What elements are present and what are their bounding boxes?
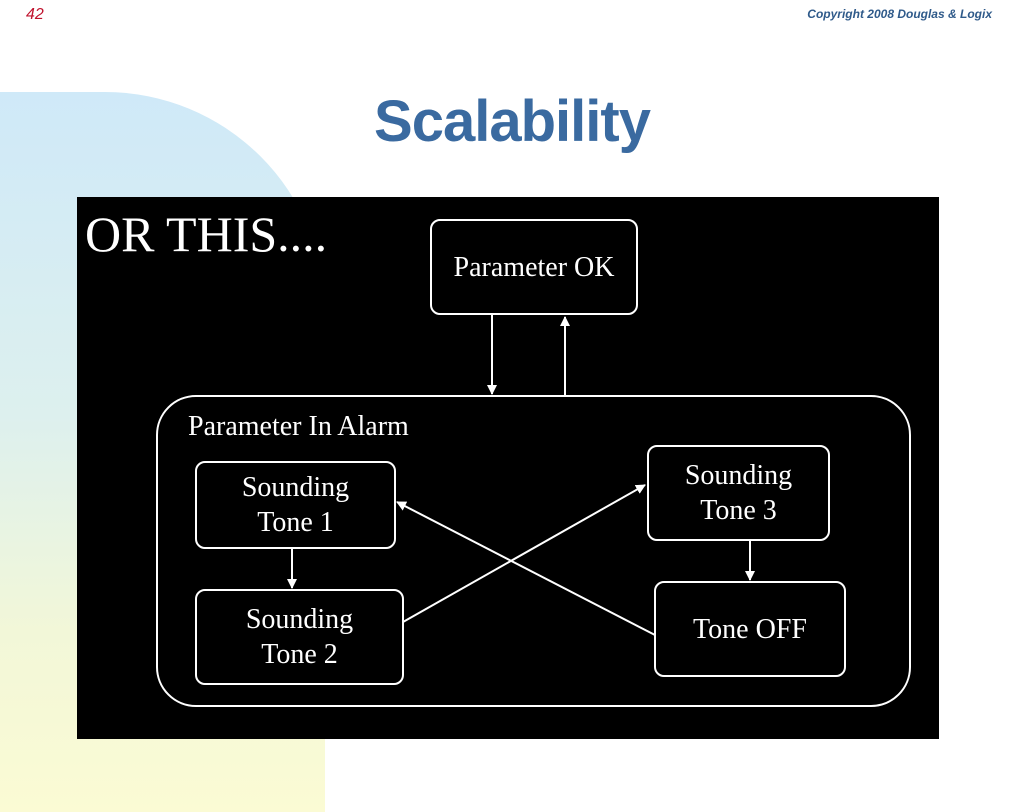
state-parameter-in-alarm xyxy=(156,395,911,707)
state-sounding-tone-1: Sounding Tone 1 xyxy=(195,461,396,549)
tone3-label-line2: Tone 3 xyxy=(700,495,777,526)
state-sounding-tone-3: Sounding Tone 3 xyxy=(647,445,830,541)
arrow-tone2-to-tone3 xyxy=(402,484,646,623)
arrow-toneoff-to-tone1 xyxy=(396,501,656,636)
state-parameter-ok: Parameter OK xyxy=(430,219,638,315)
copyright-text: Copyright 2008 Douglas & Logix xyxy=(807,7,992,21)
diagram-heading: OR THIS.... xyxy=(85,206,328,262)
state-sounding-tone-2: Sounding Tone 2 xyxy=(195,589,404,685)
tone3-label-line1: Sounding xyxy=(684,460,793,491)
state-parameter-in-alarm-label: Parameter In Alarm xyxy=(188,411,409,442)
slide-title: Scalability xyxy=(374,89,651,154)
tone2-label-line2: Tone 2 xyxy=(261,639,338,670)
slide-number: 42 xyxy=(26,6,44,23)
tone2-label-line1: Sounding xyxy=(245,604,354,635)
transition-arrows xyxy=(287,315,755,636)
tone1-label-line2: Tone 1 xyxy=(257,507,334,538)
state-tone-off: Tone OFF xyxy=(654,581,846,677)
state-parameter-ok-label: Parameter OK xyxy=(453,251,615,283)
state-diagram: OR THIS.... Parameter OK Parameter In Al… xyxy=(77,197,939,739)
tone1-label-line1: Sounding xyxy=(241,472,350,503)
tone-off-label: Tone OFF xyxy=(693,613,807,645)
